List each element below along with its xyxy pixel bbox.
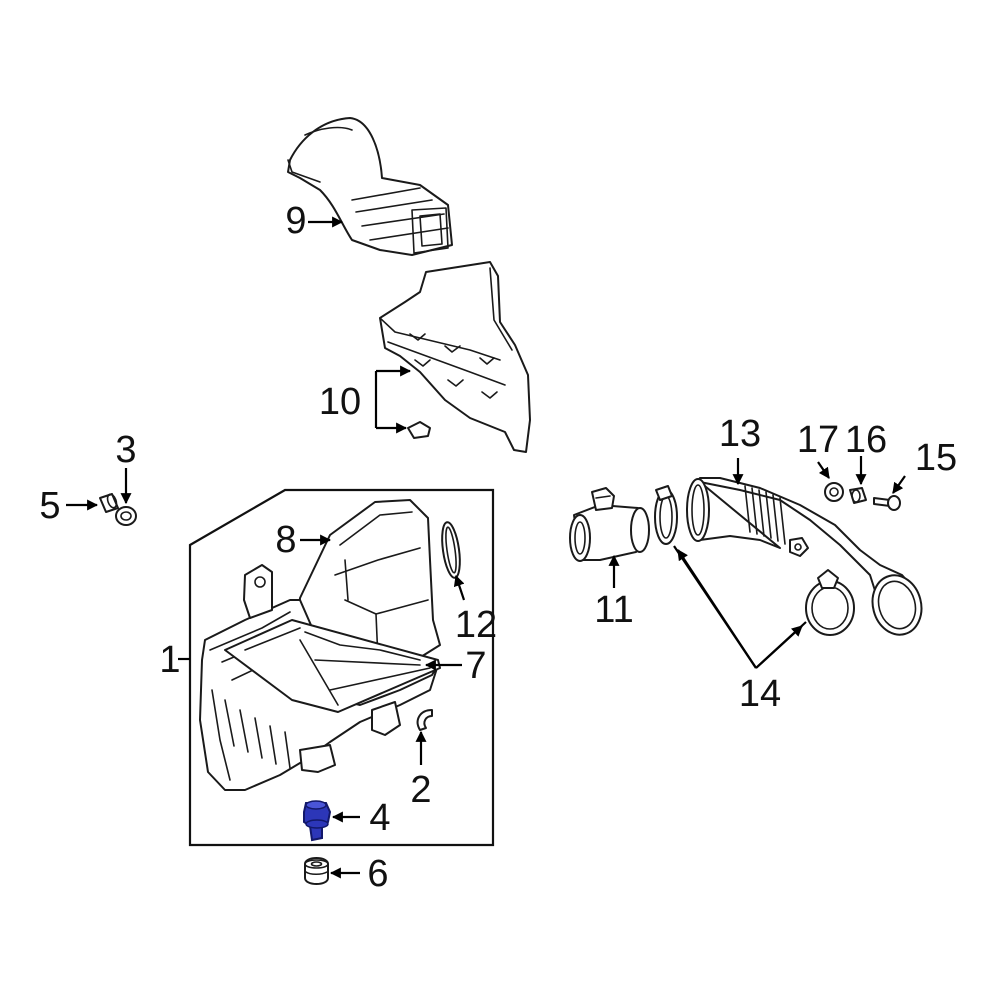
callout-17: 17 (797, 419, 839, 461)
callout-16: 16 (845, 419, 887, 461)
clip-part-2[interactable] (416, 709, 433, 731)
callout-9: 9 (285, 200, 306, 242)
clamp-part-14-left[interactable] (654, 485, 678, 545)
filter-element-part-7[interactable] (224, 619, 441, 713)
intake-hose-part-13[interactable] (686, 477, 928, 640)
callout-6: 6 (367, 853, 388, 895)
grommet-part-3[interactable] (115, 506, 137, 526)
leader-lines (66, 216, 906, 879)
callout-15: 15 (915, 437, 957, 479)
callout-13: 13 (719, 413, 761, 455)
callout-11: 11 (594, 589, 633, 631)
callout-8: 8 (275, 519, 296, 561)
air-guide-part-10[interactable] (379, 261, 531, 453)
spacer-part-16[interactable] (849, 487, 867, 504)
callout-14: 14 (739, 673, 781, 715)
callout-12: 12 (455, 604, 497, 646)
callout-3: 3 (115, 429, 136, 471)
callout-2: 2 (410, 769, 431, 811)
callout-10: 10 (319, 381, 361, 423)
seal-part-12[interactable] (439, 521, 463, 579)
grommet-part-17[interactable] (824, 482, 844, 502)
bushing-part-6[interactable] (304, 857, 329, 885)
assembly-frame (188, 488, 495, 847)
callout-4: 4 (369, 797, 390, 839)
bolt-part-15[interactable] (873, 495, 901, 511)
pin-part-5[interactable] (99, 493, 119, 513)
callout-1: 1 (159, 639, 180, 681)
clamp-part-14-right[interactable] (805, 569, 855, 636)
grommet-part-4[interactable] (303, 800, 332, 842)
callout-7: 7 (465, 645, 486, 687)
intake-duct-part-9[interactable] (287, 117, 453, 256)
callout-5: 5 (39, 485, 60, 527)
mass-air-flow-sensor-part-11[interactable] (569, 487, 650, 562)
